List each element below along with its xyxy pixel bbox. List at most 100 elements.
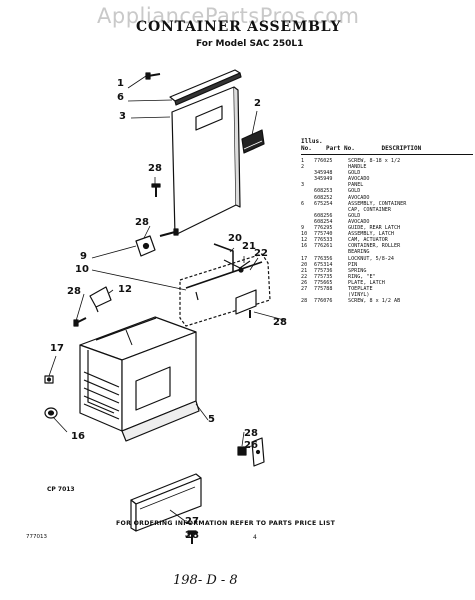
part-number: 775788 [314, 285, 333, 292]
panel-part [171, 86, 241, 236]
part-number: 775740 [314, 231, 333, 238]
parts-list-row: CAP, CONTAINER [301, 207, 473, 213]
container-body-part [79, 316, 200, 442]
part-ref-number: 3 [301, 182, 305, 189]
callout-17: 17 [50, 343, 64, 354]
part-ref-number: 16 [301, 243, 308, 250]
page-title: CONTAINER ASSEMBLY [136, 19, 342, 35]
container-cap-part [169, 69, 242, 106]
callout-16: 16 [71, 431, 85, 442]
header-part-no: Part No. [326, 145, 355, 152]
part-number: 608254 [314, 218, 333, 225]
part-description: (VINYL) [348, 292, 370, 299]
part-description: CAM, ACTUATOR [348, 237, 388, 244]
part-description: AVOCADO [348, 194, 370, 201]
latch-assembly-part [179, 243, 271, 327]
part-description: SCREW, 8-18 x 1/2 [348, 158, 401, 164]
part-description: GUIDE, REAR LATCH [348, 225, 401, 232]
part-ref-number: 20 [301, 261, 308, 268]
callout-28-toeplate: 28 [185, 530, 199, 541]
parts-list-row: 17 776356 LOCKNUT, 5/8-24 [301, 256, 473, 262]
callout-10: 10 [75, 264, 89, 275]
screw-part-1 [145, 72, 161, 80]
part-number: 776533 [314, 237, 333, 244]
part-ref-number: 1 [301, 158, 305, 164]
part-ref-number: 17 [301, 255, 308, 262]
part-description: SCREW, 8 x 1/2 AB [348, 298, 401, 305]
part-number: 608256 [314, 212, 333, 219]
callout-28-plate: 28 [244, 428, 258, 439]
part-description: RING, "E" [348, 273, 376, 280]
part-number: 775735 [314, 273, 333, 280]
callout-28-cam: 28 [67, 286, 81, 297]
part-number: 675314 [314, 261, 333, 268]
parts-list-row: 10 775740 ASSEMBLY, LATCH [301, 231, 473, 237]
parts-list-row: 12 776533 CAM, ACTUATOR [301, 237, 473, 243]
part-description: ASSEMBLY, LATCH [348, 231, 395, 238]
model-subtitle: For Model SAC 250L1 [196, 39, 304, 49]
page-number: 4 [253, 534, 257, 541]
part-number: 608252 [314, 194, 333, 201]
part-number: 675254 [314, 200, 333, 207]
parts-list-row: 345948 GOLD [301, 170, 473, 176]
part-description: PIN [348, 261, 358, 268]
part-ref-number: 6 [301, 200, 305, 207]
part-description: LOCKNUT, 5/8-24 [348, 255, 395, 262]
toeplate-part [130, 473, 202, 544]
locknut-part [44, 375, 54, 384]
callout-27: 27 [185, 516, 199, 527]
latch-plate-part [237, 437, 265, 467]
part-description: GOLD [348, 170, 361, 177]
parts-list-row: BEARING [301, 249, 473, 255]
part-ref-number: 21 [301, 267, 308, 274]
part-description: ASSEMBLY, CONTAINER [348, 200, 407, 207]
part-number: 345948 [314, 170, 333, 177]
callout-5: 5 [208, 414, 215, 425]
part-number: 776295 [314, 225, 333, 232]
part-number: 776356 [314, 255, 333, 262]
parts-list-row: (VINYL) [301, 292, 473, 298]
part-description: PLATE, LATCH [348, 279, 385, 286]
part-ref-number: 9 [301, 225, 305, 232]
part-number: 345949 [314, 176, 333, 183]
parts-list-row: 16 776261 CONTAINER, ROLLER [301, 243, 473, 249]
part-ref-number: 12 [301, 237, 308, 244]
figure-code: CP 7013 [47, 486, 75, 493]
callout-1: 1 [117, 78, 124, 89]
part-number: 608253 [314, 188, 333, 195]
part-description: CAP, CONTAINER [348, 206, 391, 213]
part-description: SPRING [348, 267, 367, 274]
part-number: 776025 [314, 158, 333, 164]
part-ref-number: 28 [301, 298, 308, 305]
actuator-cam-part [73, 286, 112, 327]
callout-12: 12 [118, 284, 132, 295]
parts-list-row: 9 776295 GUIDE, REAR LATCH [301, 225, 473, 231]
callout-2: 2 [254, 98, 261, 109]
part-ref-number: 26 [301, 279, 308, 286]
part-description: GOLD [348, 212, 361, 219]
document-number: 777013 [26, 534, 47, 540]
callout-22: 22 [254, 248, 268, 259]
callout-20: 20 [228, 233, 242, 244]
ordering-note: FOR ORDERING INFORMATION REFER TO PARTS … [116, 520, 336, 527]
part-ref-number: 10 [301, 231, 308, 238]
callout-28-panel: 28 [148, 163, 162, 174]
part-description: CONTAINER, ROLLER [348, 243, 401, 250]
part-number: 776076 [314, 298, 333, 305]
part-number: 776261 [314, 243, 333, 250]
parts-list-row: 608252 AVOCADO [301, 195, 473, 201]
header-description: DESCRIPTION [381, 145, 422, 152]
watermark: AppliancePartsPros.com [97, 4, 360, 28]
header-rule [301, 154, 473, 155]
